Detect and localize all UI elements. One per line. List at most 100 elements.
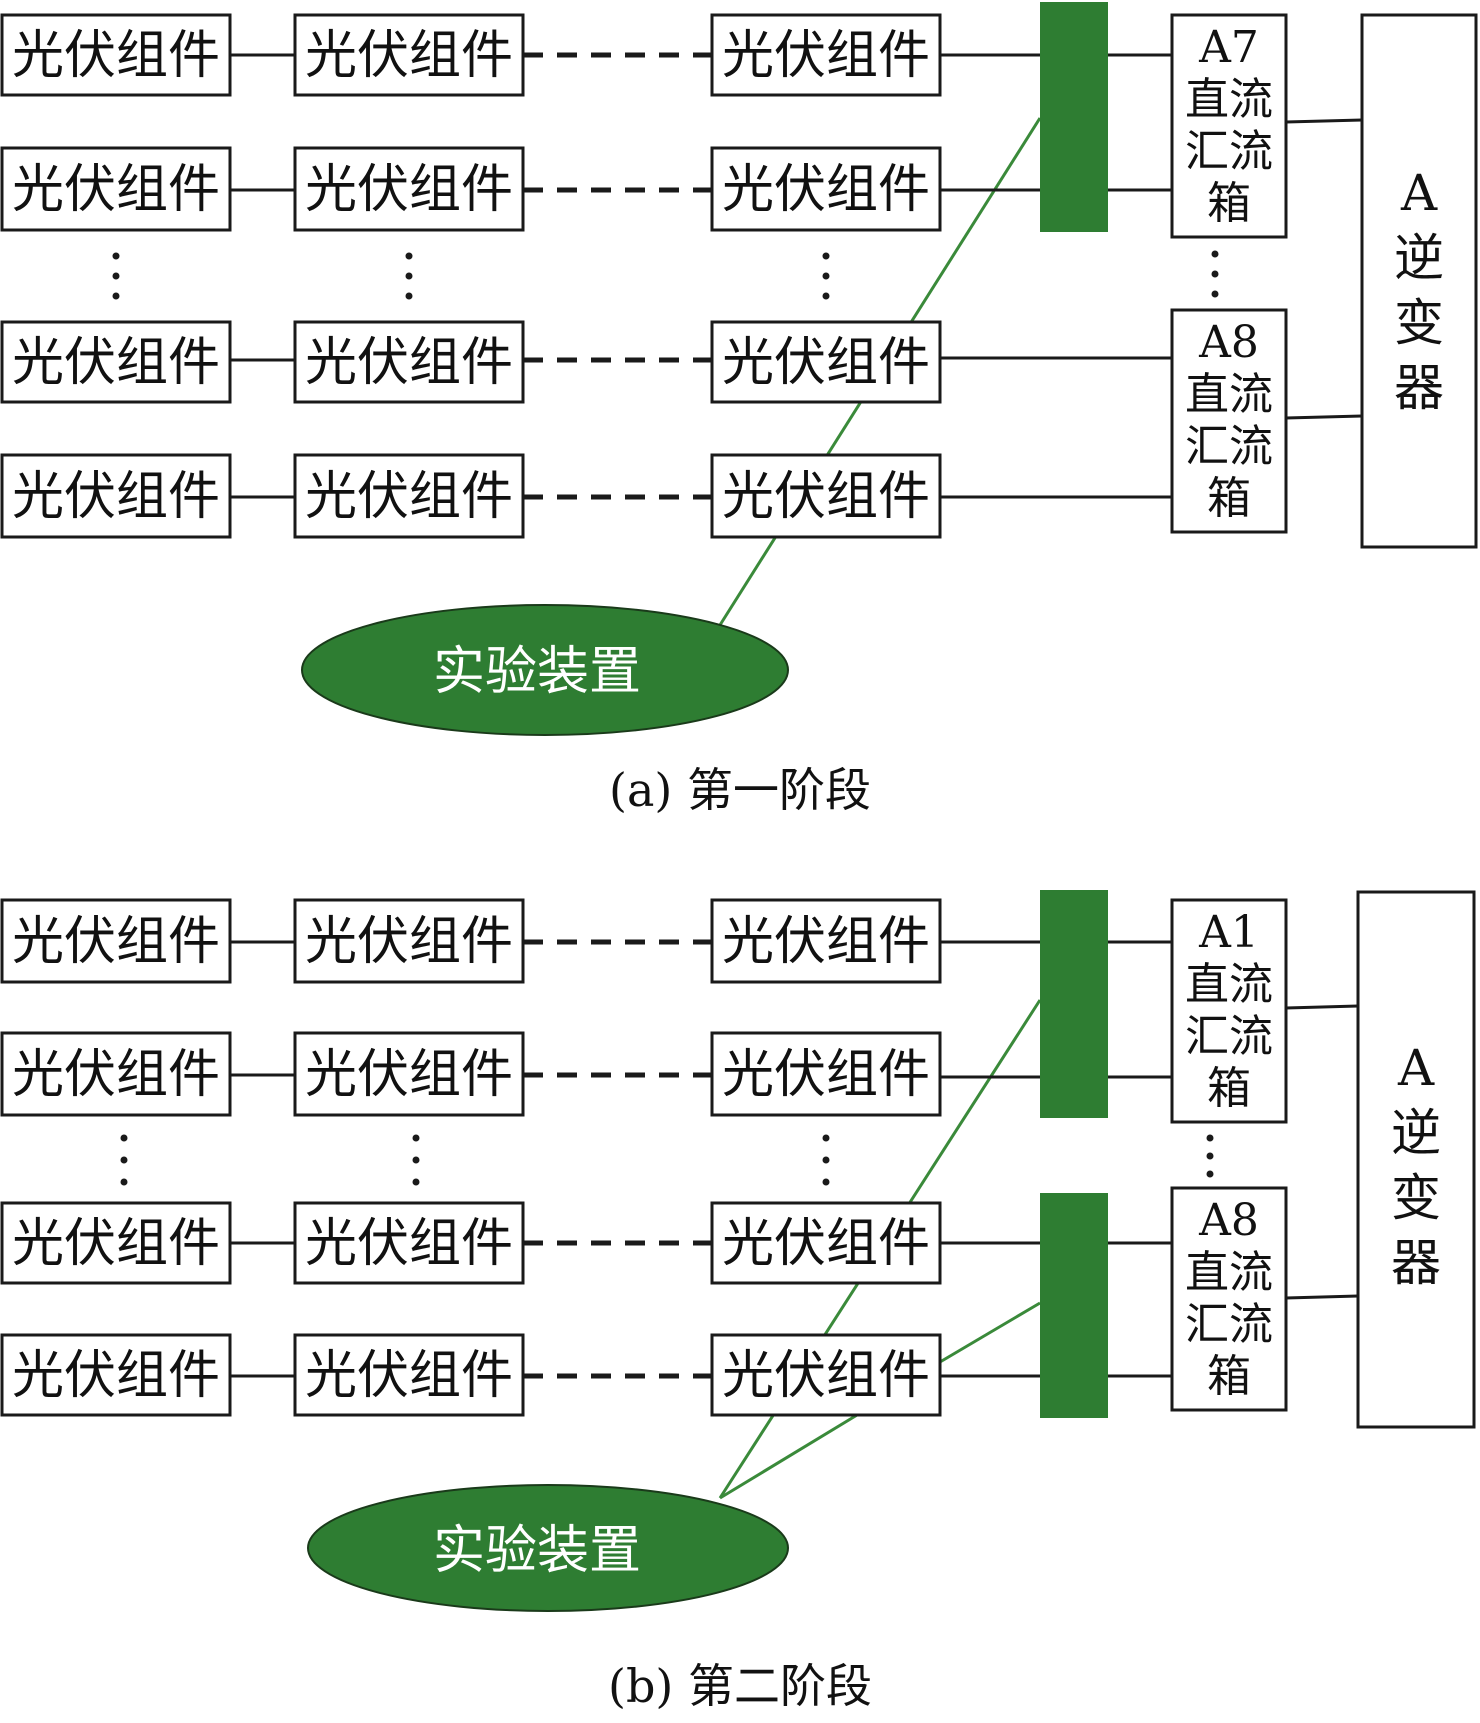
svg-text:汇流: 汇流 [1185, 1011, 1273, 1062]
pv-module [710, 320, 942, 404]
stage-a-row-3: 光伏组件 光伏组件 光伏组件 [0, 320, 942, 404]
pv-module [0, 320, 232, 404]
pv-module [0, 1031, 232, 1117]
stage-b-inverter: A 逆 变 器 [1356, 890, 1476, 1429]
pv-module-label: 光伏组件 [12, 1214, 220, 1274]
svg-text:A1: A1 [1198, 907, 1259, 958]
stage-b-sensor-bar-top [1040, 890, 1108, 1118]
pv-module [293, 1201, 525, 1285]
stage-b-row-3: 光伏组件 光伏组件 光伏组件 [0, 1201, 942, 1285]
stage-a-combiner-top: A7 直流 汇流 箱 [1170, 13, 1288, 239]
stage-a-wires [230, 52, 1363, 500]
svg-text:直流: 直流 [1185, 74, 1273, 125]
pv-module-label: 光伏组件 [722, 1045, 930, 1105]
pv-module [0, 898, 232, 984]
pv-module [293, 146, 525, 232]
svg-text:器: 器 [1391, 1234, 1441, 1292]
pv-module [0, 1333, 232, 1417]
pv-module-label: 光伏组件 [12, 26, 220, 86]
svg-text:逆: 逆 [1391, 1104, 1441, 1162]
stage-a-row-4: 光伏组件 光伏组件 光伏组件 [0, 453, 942, 539]
stage-a-combiner-bottom: A8 直流 汇流 箱 [1170, 308, 1288, 534]
stage-a-ellipsis [112, 250, 1219, 300]
pv-module-label: 光伏组件 [305, 160, 513, 220]
stage-b-device-label: 实验装置 [433, 1521, 641, 1581]
pv-module-label: 光伏组件 [12, 1346, 220, 1406]
pv-module-label: 光伏组件 [722, 467, 930, 527]
stage-a: 光伏组件 光伏组件 光伏组件 光伏组件 光伏组件 光伏组件 光伏组件 光伏组件 [0, 2, 1478, 817]
stage-b-wires [230, 939, 1359, 1379]
svg-text:器: 器 [1394, 359, 1444, 417]
pv-module [710, 1201, 942, 1285]
svg-text:直流: 直流 [1185, 1247, 1273, 1298]
pv-module [293, 1333, 525, 1417]
pv-module [710, 146, 942, 232]
stage-b-combiner-bottom: A8 直流 汇流 箱 [1170, 1186, 1288, 1412]
pv-module-label: 光伏组件 [722, 160, 930, 220]
pv-module-label: 光伏组件 [12, 467, 220, 527]
pv-module [710, 1031, 942, 1117]
svg-text:汇流: 汇流 [1185, 1299, 1273, 1350]
pv-module-label: 光伏组件 [305, 1214, 513, 1274]
pv-module-label: 光伏组件 [305, 333, 513, 393]
svg-text:变: 变 [1391, 1169, 1441, 1227]
stage-a-inverter: A 逆 变 器 [1360, 13, 1478, 549]
svg-text:直流: 直流 [1185, 369, 1273, 420]
stage-b-row-2: 光伏组件 光伏组件 光伏组件 [0, 1031, 942, 1117]
pv-module [293, 320, 525, 404]
pv-module-label: 光伏组件 [305, 1346, 513, 1406]
stage-a-caption: (a) 第一阶段 [609, 763, 871, 817]
stage-b-experiment-device [307, 1484, 789, 1612]
stage-a-experiment-device [301, 604, 789, 736]
svg-text:箱: 箱 [1207, 1063, 1251, 1114]
pv-module [710, 1333, 942, 1417]
svg-text:汇流: 汇流 [1185, 421, 1273, 472]
svg-text:A7: A7 [1198, 22, 1259, 73]
pv-module-label: 光伏组件 [305, 912, 513, 972]
stage-b-row-1: 光伏组件 光伏组件 光伏组件 [0, 898, 942, 984]
svg-text:箱: 箱 [1207, 473, 1251, 524]
svg-text:A8: A8 [1198, 1195, 1259, 1246]
stage-a-row-2: 光伏组件 光伏组件 光伏组件 [0, 146, 942, 232]
svg-text:A: A [1400, 164, 1438, 222]
pv-module-label: 光伏组件 [305, 26, 513, 86]
pv-module [0, 146, 232, 232]
pv-module-label: 光伏组件 [305, 1045, 513, 1105]
stage-b-row-4: 光伏组件 光伏组件 光伏组件 [0, 1333, 942, 1417]
pv-module [0, 453, 232, 539]
pv-module-label: 光伏组件 [12, 912, 220, 972]
stage-b: 光伏组件 光伏组件 光伏组件 光伏组件 光伏组件 光伏组件 光伏组件 光伏组件 [0, 890, 1476, 1713]
svg-text:A: A [1397, 1039, 1435, 1097]
pv-module-label: 光伏组件 [722, 1214, 930, 1274]
stage-b-sensor-bar-bottom [1040, 1193, 1108, 1418]
pv-module [710, 13, 942, 97]
svg-text:变: 变 [1394, 294, 1444, 352]
pv-module [710, 453, 942, 539]
pv-module [293, 1031, 525, 1117]
stage-a-sensor-bar [1040, 2, 1108, 232]
pv-module-label: 光伏组件 [722, 333, 930, 393]
pv-module-label: 光伏组件 [305, 467, 513, 527]
pv-module-label: 光伏组件 [12, 1045, 220, 1105]
svg-text:逆: 逆 [1394, 229, 1444, 287]
pv-module-label: 光伏组件 [12, 333, 220, 393]
pv-module [0, 13, 232, 97]
stage-b-ellipsis [120, 1134, 1214, 1186]
stage-a-row-1: 光伏组件 光伏组件 光伏组件 [0, 13, 942, 97]
svg-text:A8: A8 [1198, 317, 1259, 368]
pv-module [293, 453, 525, 539]
pv-module [0, 1201, 232, 1285]
pv-module [293, 898, 525, 984]
stage-b-combiner-top: A1 直流 汇流 箱 [1170, 898, 1288, 1124]
pv-module-label: 光伏组件 [722, 1346, 930, 1406]
pv-module-label: 光伏组件 [722, 26, 930, 86]
svg-text:直流: 直流 [1185, 959, 1273, 1010]
pv-module [710, 898, 942, 984]
pv-module-label: 光伏组件 [722, 912, 930, 972]
svg-text:箱: 箱 [1207, 178, 1251, 229]
pv-module-label: 光伏组件 [12, 160, 220, 220]
stage-b-caption: (b) 第二阶段 [608, 1659, 872, 1713]
svg-text:汇流: 汇流 [1185, 126, 1273, 177]
stage-a-device-label: 实验装置 [433, 642, 641, 702]
